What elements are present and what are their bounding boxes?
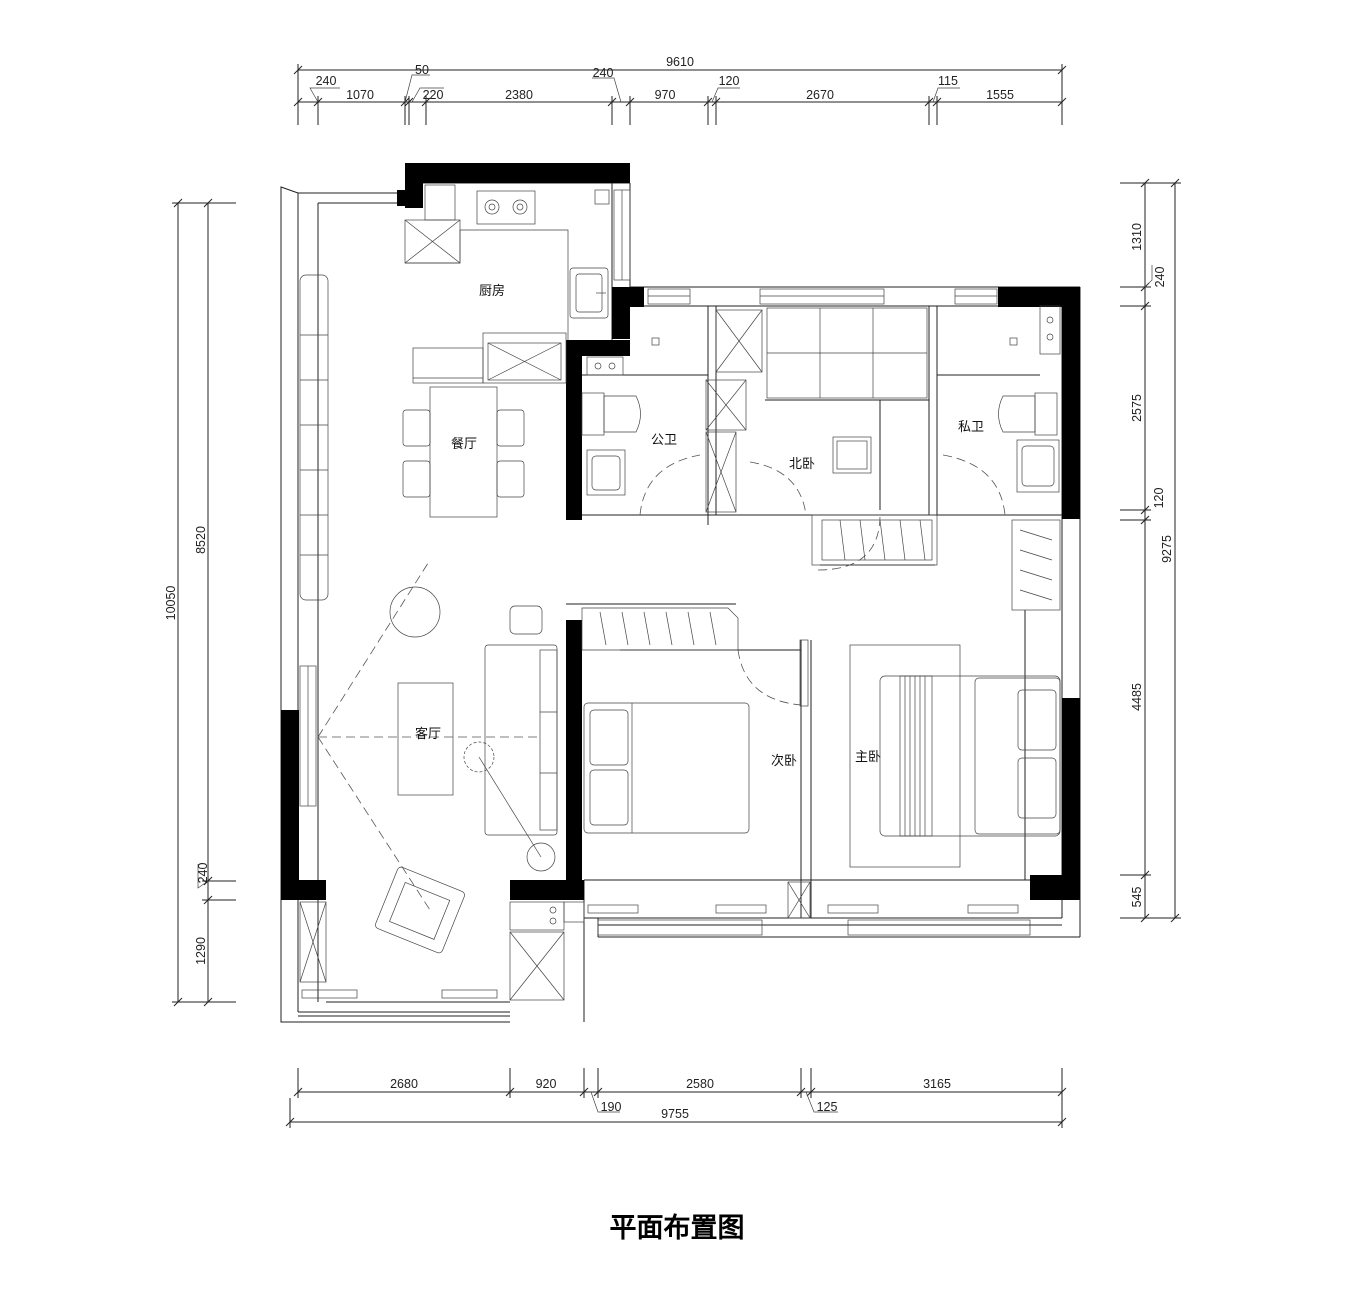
dim-bottom-lower-2: 125 [817,1100,838,1114]
windows [299,189,1031,936]
dim-right-inner-4: 120 [1152,488,1166,509]
dim-bottom-upper-2: 920 [536,1077,557,1091]
master-bedroom-furniture [849,644,1061,868]
dim-right-inner-2: 240 [1153,267,1167,288]
dim-bottom-lower-1: 190 [601,1100,622,1114]
top-dimension-lines [293,64,1067,125]
room-label-master-bedroom: 主卧 [855,750,881,765]
room-label-private-bath: 私卫 [958,420,984,435]
wall-outlines [280,182,1081,1023]
dim-right-inner-1: 1310 [1130,223,1144,251]
dim-top-upper-4: 120 [719,74,740,88]
dim-right-inner-3: 2575 [1130,394,1144,422]
dim-left-outer: 10050 [164,586,178,621]
north-bedroom-fixtures [749,307,938,571]
dim-bottom-upper-1: 2680 [390,1077,418,1091]
dim-top-lower-1: 1070 [346,88,374,102]
dim-top-lower-2: 220 [423,88,444,102]
radiators [301,904,1019,999]
public-bath-fixtures [581,309,763,516]
living-room-furniture [317,559,558,954]
solid-walls [281,163,1080,900]
dim-right-inner-6: 545 [1130,887,1144,908]
dim-left-inner-3: 1290 [194,937,208,965]
dim-top-lower-3: 2380 [505,88,533,102]
right-dimension-lines [1120,178,1181,923]
room-label-public-bath: 公卫 [651,433,677,448]
dim-top-upper-1: 240 [316,74,337,88]
dim-right-outer: 9275 [1160,535,1174,563]
dim-top-lower-4: 970 [655,88,676,102]
dim-right-inner-5: 4485 [1130,683,1144,711]
dim-top-upper-2: 50 [415,63,429,77]
dim-left-inner-1: 8520 [194,526,208,554]
room-label-living: 客厅 [415,726,441,742]
dim-left-inner-2: 240 [196,863,210,884]
dim-bottom-upper-3: 2580 [686,1077,714,1091]
second-bedroom-furniture [581,607,811,919]
room-label-kitchen: 厨房 [479,283,505,299]
living-side-cabinets [509,901,585,1001]
room-label-north-bedroom: 北卧 [789,457,815,472]
drawing-title: 平面布置图 [610,1213,745,1244]
balcony-cabinets [299,274,329,983]
dim-top-upper-5: 115 [938,74,958,88]
kitchen-fixtures [404,184,610,384]
left-dimension-lines [172,198,236,1007]
dim-top-total: 9610 [666,55,694,69]
private-bath-fixtures [942,305,1061,611]
dim-top-lower-6: 1555 [986,88,1014,102]
dim-top-lower-5: 2670 [806,88,834,102]
bottom-dimension-lines [285,1068,1067,1128]
room-label-dining: 餐厅 [451,436,477,452]
room-label-second-bedroom: 次卧 [771,753,797,769]
dim-bottom-upper-4: 3165 [923,1077,951,1091]
dim-bottom-total: 9755 [661,1107,689,1121]
dining-table [402,386,525,518]
dim-top-upper-3: 240 [593,66,614,80]
